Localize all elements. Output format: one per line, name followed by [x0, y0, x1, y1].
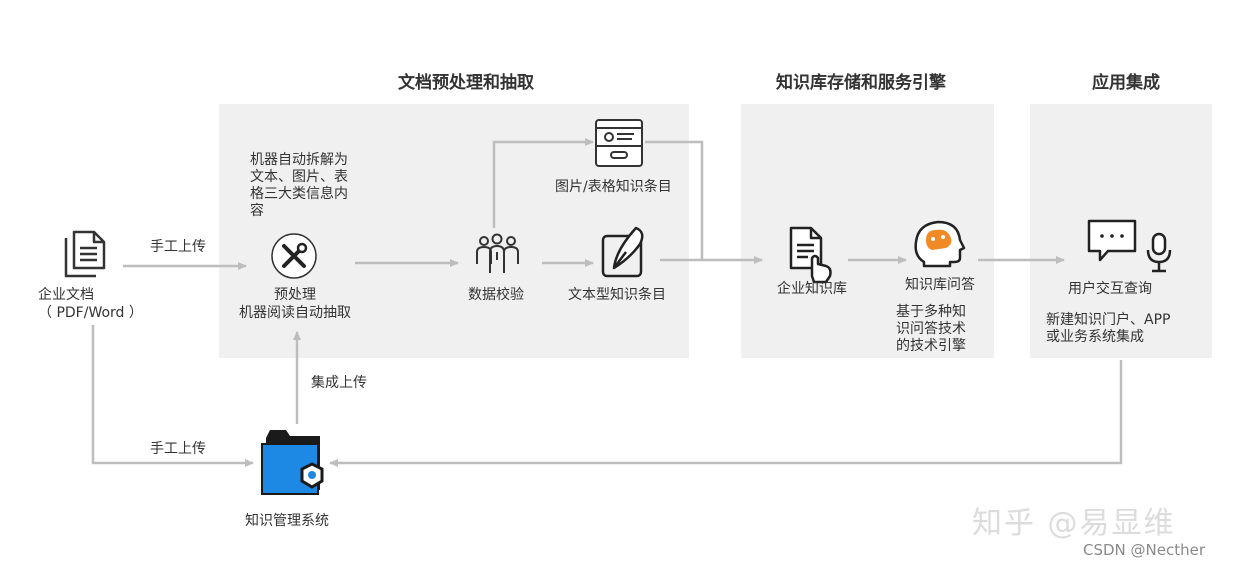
interact-label: 用户交互查询 — [1068, 281, 1152, 297]
preprocess-desc-line: 格三大类信息内 — [250, 186, 348, 202]
integration-desc-line: 新建知识门户、APP — [1046, 312, 1171, 328]
kb-label: 企业知识库 — [777, 281, 847, 297]
doc-label: 企业文档 — [38, 287, 94, 303]
integration-upload-label: 集成上传 — [311, 375, 367, 391]
preprocess-desc-line: 容 — [250, 203, 264, 219]
qa-description: 基于多种知 识问答技术 的技术引擎 — [896, 304, 966, 355]
kms-label: 知识管理系统 — [245, 513, 329, 529]
preprocess-desc-line: 文本、图片、表 — [250, 169, 348, 185]
preprocess-description: 机器自动拆解为 文本、图片、表 格三大类信息内 容 — [250, 152, 348, 220]
folder-gear-icon — [261, 430, 324, 495]
preprocess-tool-label: 预处理 — [274, 287, 316, 303]
integration-desc-line: 或业务系统集成 — [1046, 329, 1144, 345]
qa-desc-line: 识问答技术 — [896, 321, 966, 337]
arrow-doc-to-kms — [91, 325, 254, 467]
manual-upload-label-top: 手工上传 — [150, 239, 206, 255]
doc-format-label: （ PDF/Word ） — [38, 305, 143, 321]
integration-description: 新建知识门户、APP 或业务系统集成 — [1046, 312, 1170, 346]
people-icon — [476, 233, 519, 273]
image-table-label: 图片/表格知识条目 — [555, 179, 672, 195]
tools-icon — [271, 233, 317, 279]
qa-desc-line: 的技术引擎 — [896, 338, 966, 354]
arrow-image-to-kb — [645, 140, 704, 260]
section-title-integration: 应用集成 — [1092, 73, 1160, 93]
chat-bubble-icon — [1087, 219, 1137, 262]
section-title-preprocess: 文档预处理和抽取 — [398, 73, 534, 93]
qa-label: 知识库问答 — [905, 277, 975, 293]
qa-desc-line: 基于多种知 — [896, 304, 966, 320]
pen-note-icon — [601, 226, 644, 278]
arrow-validate-to-image — [492, 138, 594, 228]
document-icon — [64, 230, 106, 278]
section-title-storage: 知识库存储和服务引擎 — [776, 73, 946, 93]
validate-label: 数据校验 — [468, 287, 524, 303]
manual-upload-label-bottom: 手工上传 — [150, 441, 206, 457]
zhihu-watermark: 知乎 @易显维 — [972, 506, 1176, 541]
preprocess-desc-line: 机器自动拆解为 — [250, 152, 348, 168]
brain-head-icon — [914, 220, 966, 268]
image-table-icon — [595, 119, 643, 167]
arrow-app-to-kms — [329, 360, 1123, 467]
microphone-icon — [1146, 232, 1172, 273]
preprocess-tool-sublabel: 机器阅读自动抽取 — [239, 305, 351, 321]
csdn-watermark: CSDN @Necther — [1083, 541, 1206, 559]
text-entry-label: 文本型知识条目 — [568, 287, 666, 303]
kb-document-icon — [789, 226, 832, 284]
